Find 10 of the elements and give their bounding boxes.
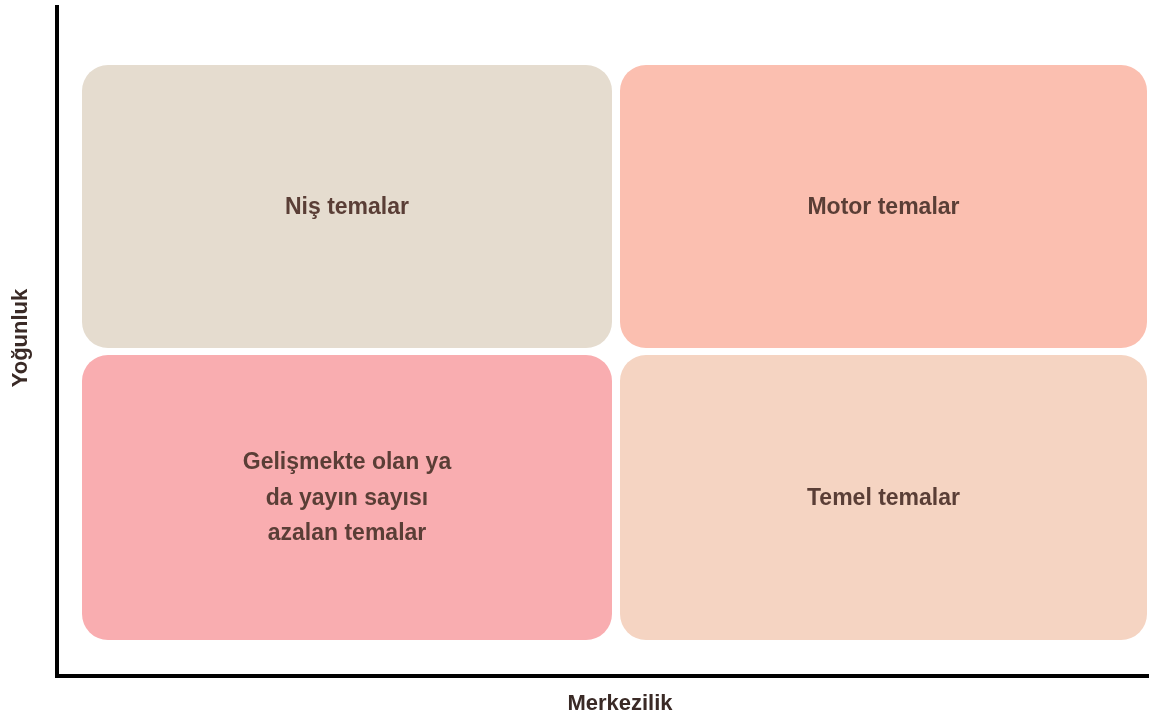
quadrant-title: Niş temalar (285, 191, 409, 221)
quadrant-title: Gelişmekte olan ya da yayın sayısı azalan temalar (241, 447, 453, 548)
axis-label: Merkezilik (566, 690, 674, 716)
quadrant-title: Motor temalar (807, 191, 960, 221)
quadrant-title: Temel temalar (807, 482, 960, 512)
quadrant-box (82, 355, 612, 640)
quadrant-box (82, 65, 612, 348)
quadrant-box (620, 65, 1147, 348)
axis-label: Yoğunluk (7, 288, 33, 388)
quadrant-box (620, 355, 1147, 640)
